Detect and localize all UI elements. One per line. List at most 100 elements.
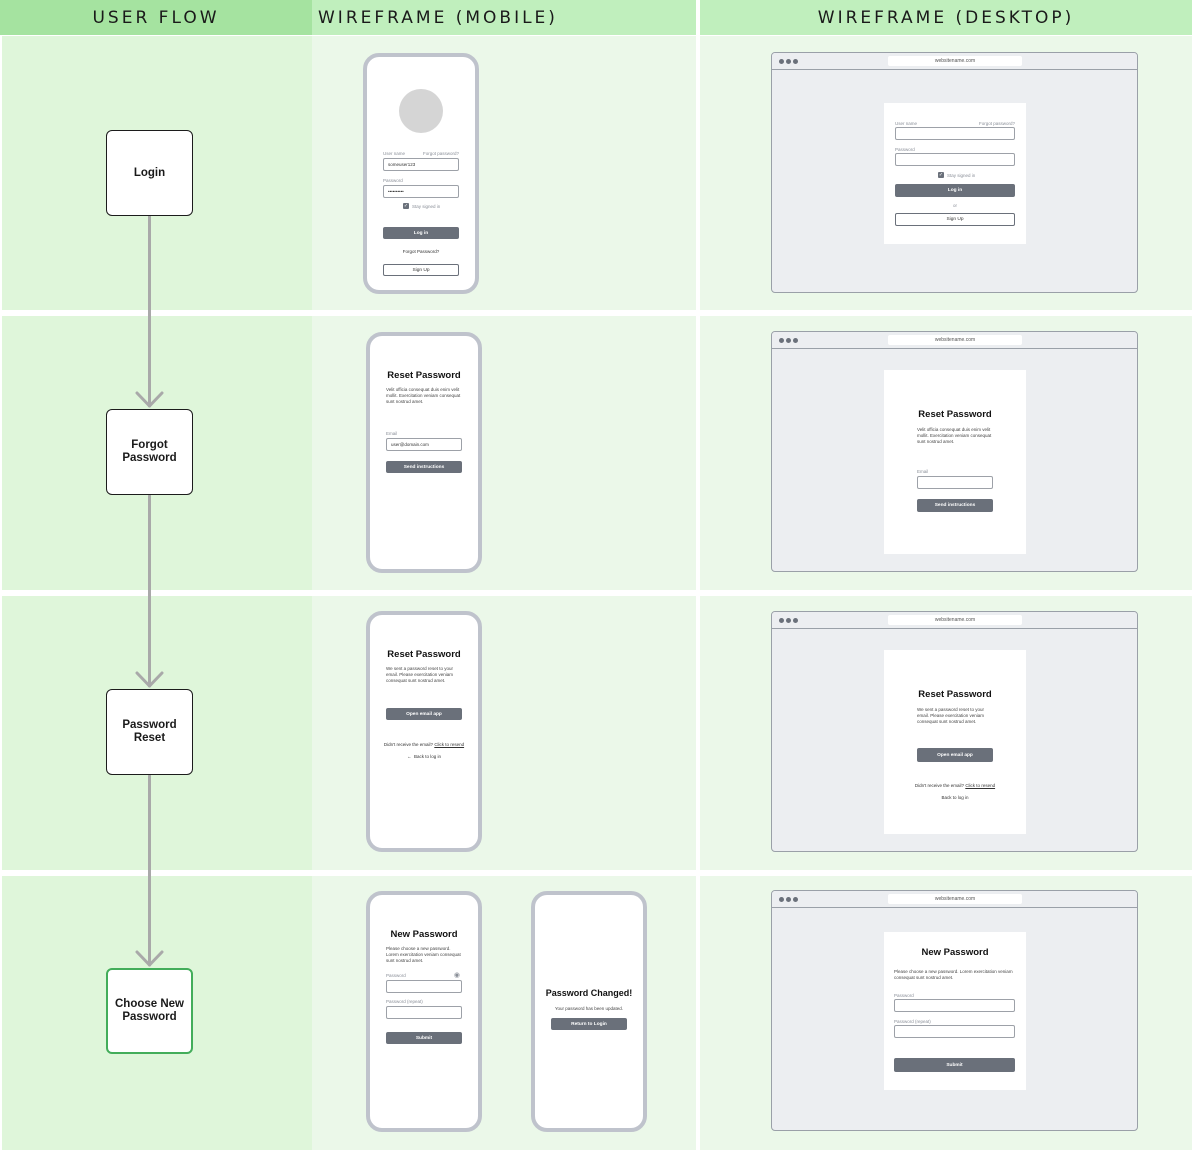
new-password-title: New Password (390, 929, 458, 940)
password-repeat-input[interactable] (894, 1025, 1015, 1038)
flow-node-password-reset: Password Reset (106, 689, 193, 775)
address-bar[interactable]: websitename.com (888, 894, 1022, 904)
window-dot-icon (786, 59, 791, 64)
window-dot-icon (793, 338, 798, 343)
mobile-login-screen: User name Forgot password? someuser123 P… (363, 53, 479, 294)
login-button[interactable]: Log in (895, 184, 1015, 197)
email-input[interactable]: user@domain.com (386, 438, 462, 451)
open-email-app-button[interactable]: Open email app (386, 708, 462, 720)
stay-signed-in-label: Stay signed in (947, 173, 976, 178)
or-divider: or (952, 203, 957, 208)
desktop-wireframe-header: WIREFRAME (DESKTOP) (700, 0, 1192, 35)
password-repeat-label: Password (repeat) (386, 999, 423, 1004)
arrowhead-reset (135, 671, 164, 688)
browser-title-bar: websitename.com (772, 53, 1137, 70)
browser-title-bar: websitename.com (772, 612, 1137, 629)
reset-sent-title: Reset Password (387, 649, 461, 660)
window-dot-icon (786, 338, 791, 343)
avatar (399, 89, 443, 133)
flow-node-login: Login (106, 130, 193, 216)
desktop-new-password-browser: websitename.com New Password Please choo… (771, 890, 1138, 1131)
new-password-input[interactable] (386, 980, 462, 993)
no-email-text: Didn't receive the email? (383, 742, 434, 747)
send-instructions-button[interactable]: Send instructions (386, 461, 462, 473)
desktop-reset-sent-browser: websitename.com Reset Password We sent a… (771, 611, 1138, 852)
stay-signed-in-label: Stay signed in (412, 204, 441, 209)
new-password-description: Please choose a new password. Lorem exer… (894, 969, 1013, 980)
address-bar[interactable]: websitename.com (888, 56, 1022, 66)
resend-line: Didn't receive the email? Click to resen… (884, 783, 1026, 788)
reset-password-description: Velit officia consequat duis enim velit … (917, 427, 992, 444)
flow-node-choose-new-password: Choose New Password (106, 968, 193, 1054)
mobile-new-password-screen: New Password Please choose a new passwor… (366, 891, 482, 1132)
window-dot-icon (793, 897, 798, 902)
reset-sent-card: Reset Password We sent a password reset … (884, 650, 1026, 834)
window-dot-icon (779, 59, 784, 64)
reset-password-title: Reset Password (387, 370, 461, 381)
email-input[interactable] (917, 476, 993, 489)
new-password-input[interactable] (894, 999, 1015, 1012)
signup-button[interactable]: Sign Up (383, 264, 459, 276)
forgot-password-link[interactable]: Forgot Password? (402, 249, 440, 254)
flow-connectors (135, 214, 164, 967)
new-password-card: New Password Please choose a new passwor… (884, 932, 1026, 1090)
window-dot-icon (779, 338, 784, 343)
browser-title-bar: websitename.com (772, 891, 1137, 908)
reset-sent-description: We sent a password reset to your email. … (917, 707, 985, 724)
address-bar[interactable]: websitename.com (888, 335, 1022, 345)
arrowhead-forgot (135, 391, 164, 408)
reset-password-description: Velit officia consequat duis enim velit … (386, 387, 461, 404)
click-to-resend-link[interactable]: Click to resend (965, 783, 996, 788)
new-password-description: Please choose a new password. Lorem exer… (386, 946, 461, 963)
send-instructions-button[interactable]: Send instructions (917, 499, 993, 512)
password-repeat-input[interactable] (386, 1006, 462, 1019)
click-to-resend-link[interactable]: Click to resend (434, 742, 465, 747)
arrowhead-choose (135, 950, 164, 967)
reset-password-card: Reset Password Velit officia consequat d… (884, 370, 1026, 554)
address-bar[interactable]: websitename.com (888, 615, 1022, 625)
desktop-reset-password-browser: websitename.com Reset Password Velit off… (771, 331, 1138, 572)
forgot-password-small-link[interactable]: Forgot password? (978, 121, 1015, 126)
window-dot-icon (779, 897, 784, 902)
password-repeat-label: Password (repeat) (894, 1019, 931, 1024)
window-dot-icon (793, 618, 798, 623)
password-label: Password (383, 178, 403, 183)
window-dot-icon (793, 59, 798, 64)
password-changed-description: Your password has been updated. (554, 1006, 624, 1011)
stay-signed-in-checkbox[interactable]: ✓ (403, 203, 409, 209)
window-dot-icon (779, 618, 784, 623)
mobile-wireframe-header: WIREFRAME (MOBILE) (312, 0, 696, 35)
mobile-reset-password-screen: Reset Password Velit officia consequat d… (366, 332, 482, 573)
arrow-left-icon: ← (406, 754, 414, 759)
back-to-login-link[interactable]: ← Back to log in (370, 754, 478, 759)
user-flow-header: USER FLOW (0, 0, 312, 35)
username-label: User name (383, 151, 406, 156)
login-card: User name Forgot password? Password ✓ St… (884, 103, 1026, 244)
reset-sent-title: Reset Password (918, 689, 992, 700)
return-to-login-button[interactable]: Return to Login (551, 1018, 627, 1030)
resend-line: Didn't receive the email? Click to resen… (370, 742, 478, 747)
eye-icon[interactable]: ◉ (453, 972, 460, 979)
password-input[interactable] (895, 153, 1015, 166)
mobile-password-changed-screen: Password Changed! Your password has been… (531, 891, 647, 1132)
submit-button[interactable]: Submit (894, 1058, 1015, 1072)
stay-signed-in-checkbox[interactable]: ✓ (938, 172, 944, 178)
username-input[interactable]: someuser123 (383, 158, 459, 171)
email-label: Email (917, 469, 929, 474)
open-email-app-button[interactable]: Open email app (917, 748, 993, 762)
username-input[interactable] (895, 127, 1015, 140)
reset-sent-description: We sent a password reset to your email. … (386, 666, 454, 683)
forgot-password-small-link[interactable]: Forgot password? (422, 151, 459, 156)
signup-button[interactable]: Sign Up (895, 213, 1015, 226)
flow-node-forgot-password: Forgot Password (106, 409, 193, 495)
password-input[interactable]: •••••••••• (383, 185, 459, 198)
new-password-label: Password (894, 993, 914, 998)
password-label: Password (895, 147, 915, 152)
login-button[interactable]: Log in (383, 227, 459, 239)
window-dot-icon (786, 897, 791, 902)
username-label: User name (895, 121, 918, 126)
submit-button[interactable]: Submit (386, 1032, 462, 1044)
desktop-login-browser: websitename.com User name Forgot passwor… (771, 52, 1138, 293)
back-to-login-link[interactable]: Back to log in (941, 795, 969, 800)
mobile-password-reset-sent-screen: Reset Password We sent a password reset … (366, 611, 482, 852)
